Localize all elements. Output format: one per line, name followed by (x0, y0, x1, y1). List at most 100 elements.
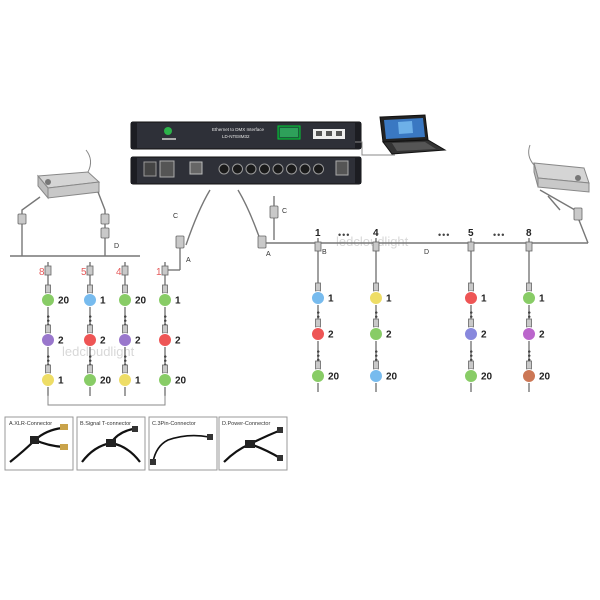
node-connector (87, 324, 93, 334)
3pin-connector-icon (150, 434, 213, 465)
node-connector (373, 282, 379, 292)
pixel-node (41, 293, 55, 307)
node-connector (87, 364, 93, 374)
controller-front-panel: Ethernet to DMX Interface LD-NTE8M32 (130, 121, 362, 150)
connector-label-a-right: A (266, 251, 271, 258)
connector-label-b-right: B (322, 249, 327, 256)
node-connector (468, 282, 474, 292)
strand-ellipsis: ••• (524, 350, 534, 362)
legend-label-power: D.Power-Connector (222, 421, 270, 427)
strand-id-label: 5 (81, 267, 87, 278)
power-cord-left (85, 149, 92, 173)
watermark-right: ledcloudlight (336, 234, 409, 249)
strand-connector (467, 241, 475, 252)
node-connector (45, 324, 51, 334)
strand-ellipsis: ••• (466, 311, 476, 323)
strand-ellipsis: ••• (120, 315, 130, 327)
pixel-node-label: 20 (481, 372, 493, 383)
pixel-node (83, 373, 97, 387)
legend-panel-signal-t: B.Signal T-connector (76, 416, 146, 471)
strand-connector (86, 265, 94, 276)
pixel-node-label: 2 (481, 330, 487, 341)
dmx-port-icon (245, 163, 257, 175)
node-connector (468, 318, 474, 328)
power-connector-icon (223, 427, 283, 463)
node-connector (526, 360, 532, 370)
xlr-y-connector-icon (9, 424, 68, 463)
strand-ellipsis: ••• (160, 355, 170, 367)
left-strand: 420•••2•••1 (116, 262, 147, 396)
strand-ellipsis: ••• (524, 311, 534, 323)
dmx-port-icon (232, 163, 243, 175)
strand-connector (314, 241, 322, 252)
strand-id-label: 4 (373, 228, 379, 239)
pixel-node (369, 327, 383, 341)
strand-id-label: 4 (116, 267, 122, 278)
left-strand: 1 1 ••• 2 ••• 20 (156, 262, 187, 396)
pixel-node (83, 293, 97, 307)
node-connector (373, 360, 379, 370)
trunk-ellipsis-2: ••• (438, 230, 450, 240)
strand-ellipsis: ••• (313, 350, 323, 362)
right-strand: 11•••2•••20 (311, 228, 340, 392)
pixel-node-label: 1 (100, 296, 106, 307)
left-strand: 51•••2•••20 (81, 262, 112, 396)
pixel-node-label: 20 (328, 372, 340, 383)
node-connector (373, 318, 379, 328)
laptop-cable (355, 141, 395, 156)
strand-connector (44, 265, 52, 276)
right-strand-group: 11•••2•••2041•••2•••2051•••2•••2081•••2•… (311, 228, 551, 392)
pixel-node-label: 1 (386, 294, 392, 305)
pixel-node (118, 373, 132, 387)
pixel-node (41, 373, 55, 387)
pixel-node-label: 2 (100, 336, 106, 347)
dmx-port-icon (313, 163, 324, 175)
signal-t-connector-icon (81, 426, 141, 463)
dmx-port-icon (218, 163, 230, 175)
node-connector (162, 364, 168, 374)
power-supply-left-icon (36, 171, 101, 200)
pixel-node (522, 291, 536, 305)
pixel-node-label: 1 (481, 294, 487, 305)
node-connector (45, 284, 51, 294)
pixel-node-label: 2 (58, 336, 64, 347)
node-connector (526, 282, 532, 292)
left-strand-group: 820•••2•••151•••2•••20420•••2•••111•••2•… (39, 262, 187, 406)
strand-ellipsis: ••• (160, 315, 170, 327)
strand-id-label: 1 (156, 267, 162, 278)
pixel-node-label: 1 (175, 296, 181, 307)
pixel-node (158, 333, 172, 347)
pixel-node-label: 2 (539, 330, 545, 341)
pixel-node (311, 369, 325, 383)
pixel-node-label: 20 (539, 372, 551, 383)
connector-label-a-left: A (186, 257, 191, 264)
legend-panel-3pin: C.3Pin-Connector (148, 416, 218, 471)
dmx-port-icon (272, 163, 284, 175)
pixel-node-label: 20 (386, 372, 398, 383)
brand-logo-icon (164, 127, 172, 135)
pixel-node (311, 291, 325, 305)
strand-id-label: 8 (39, 267, 45, 278)
controller-back-panel (130, 156, 362, 185)
right-strand: 51•••2•••20 (464, 228, 493, 392)
right-strand: 4 1 ••• 2 ••• 20 (369, 228, 398, 392)
trunk-ellipsis-1: ••• (338, 230, 350, 240)
trunk-ellipsis-3: ••• (493, 230, 505, 240)
node-connector (87, 284, 93, 294)
legend-label-xlr: A.XLR-Connector (9, 421, 52, 427)
dmx-port-icon (299, 163, 311, 175)
connector-label-c-left: C (173, 213, 178, 220)
pixel-node (41, 333, 55, 347)
pixel-node-label: 2 (386, 330, 392, 341)
trunk-connectors (17, 205, 583, 249)
strand-ellipsis: ••• (371, 350, 381, 362)
strand-ellipsis: ••• (371, 311, 381, 323)
pixel-node-label: 2 (175, 336, 181, 347)
pixel-node (158, 293, 172, 307)
strand-id-label: 8 (526, 228, 532, 239)
right-strand: 81•••2•••20 (522, 228, 551, 392)
strand-ellipsis: ••• (43, 355, 53, 367)
pixel-node-label: 20 (175, 376, 187, 387)
node-connector (122, 284, 128, 294)
left-return-cable (47, 395, 166, 406)
